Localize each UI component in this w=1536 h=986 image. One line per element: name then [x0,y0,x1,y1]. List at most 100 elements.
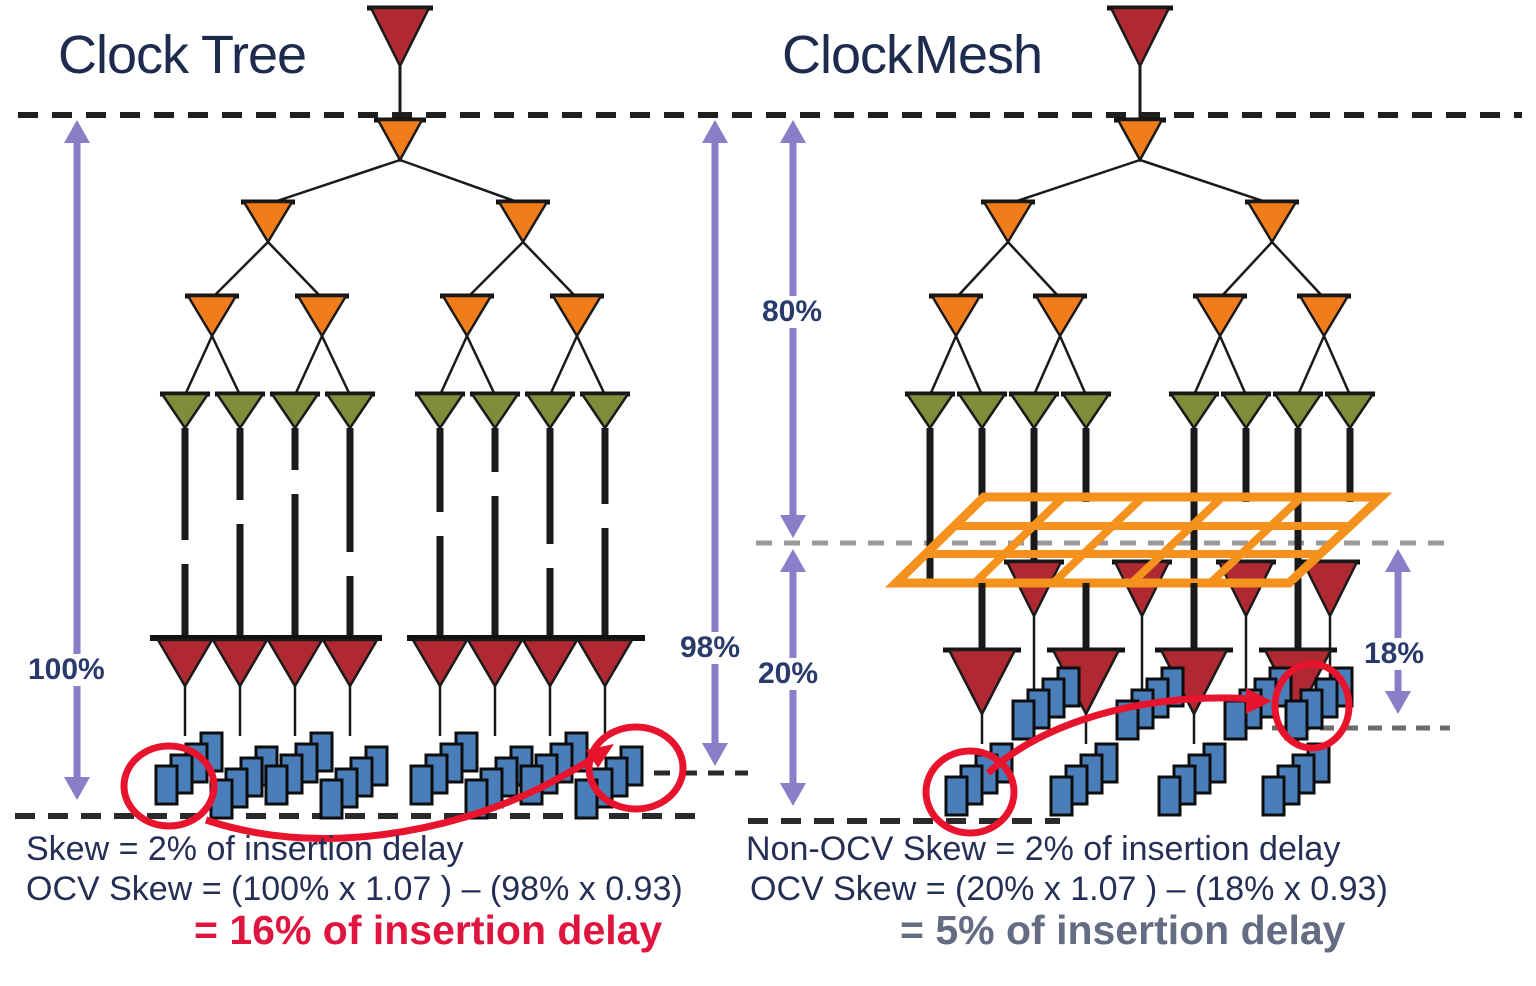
tree-l2-buffer [241,200,295,245]
right-skew-formula-line2: OCV Skew = (20% x 1.07 ) – (18% x 0.93) [750,870,1388,908]
tree-sink-buffer [410,638,470,689]
mesh-driver-buffer [1004,560,1064,619]
mesh-leaf-buffers [943,583,1337,744]
mesh-tree-edge-l2-l3 [1007,241,1061,299]
flip-flop-clusters [154,666,1354,820]
flip-flop [264,764,289,806]
tree-leaf-buffer [214,392,266,431]
label-20-percent: 20% [756,657,821,690]
arrow-18-percent-down-arrowhead [1385,691,1411,714]
tree-edge-l3-leaf [438,335,469,396]
tree-leaf-buffer [324,392,376,431]
tree-edge-l2-l3 [267,241,323,299]
mesh-tree-root-buffer [1108,6,1172,69]
tree-ff-cluster [264,731,334,806]
clock-tree-structure [150,5,645,736]
tree-sink-buffer [520,638,580,689]
left-skew-formula-line2: OCV Skew = (100% x 1.07 ) – (98% x 0.93) [26,870,683,908]
mesh-ff-cluster-upper [1284,666,1354,741]
mesh-tree-edge-l3-leaf [1032,335,1062,396]
trunk-gap [435,512,445,536]
mesh-tree-l3-buffer [1033,294,1087,339]
tree-ff-cluster [409,731,479,806]
flip-flop [1261,775,1286,817]
clock-mesh-tree-structure [904,5,1376,583]
flip-flop [409,764,434,806]
mesh-driver-buffer [1300,560,1360,619]
left-diagram-title: Clock Tree [58,25,307,85]
tree-ff-cluster [574,745,644,820]
mesh-tree-edge-l3-leaf [1192,335,1222,396]
tree-l1-buffer [375,118,425,163]
tree-ff-cluster [319,745,389,820]
tree-edge-l2-l3 [211,241,269,299]
tree-l2-buffer [496,200,550,245]
left-skew-arrowhead [586,744,614,768]
tree-sink-buffer [265,638,325,689]
arrow-100-percent-down-arrowhead [64,777,90,800]
tree-sink-buffer [210,638,270,689]
skew-annotations [120,660,1353,842]
trunk-gap [180,540,190,564]
tree-leaf-buffer [579,392,631,431]
tree-edge-l1-l2 [267,158,401,206]
tree-edge-l3-leaf [320,335,352,396]
right-skew-result: = 5% of insertion delay [900,907,1346,953]
tree-edge-l3-leaf [548,335,579,396]
right-diagram-title: Clock Mesh [782,25,1043,85]
tree-edge-l3-leaf [210,335,242,396]
clock-mesh-grid [884,492,1393,588]
mesh-tree-edge-l2-l3 [1271,241,1325,299]
arrow-80-percent-up-arrowhead [780,120,806,143]
mesh-ff-cluster-lower [1261,742,1331,817]
flip-flop [944,775,969,817]
mesh-tree-leaf-buffer [956,392,1008,431]
label-18-percent: 18% [1362,637,1427,670]
trunk-gap [490,472,500,496]
tree-edge-l3-leaf [293,335,324,396]
mesh-tree-edge-l2-l3 [955,241,1009,299]
mesh-tree-edge-l1-l2 [1007,158,1141,206]
trunk-gap [235,500,245,524]
mesh-vertical-line [971,494,1067,586]
tree-l3-buffer [440,294,494,339]
arrow-20-percent-up-arrowhead [780,549,806,572]
tree-l3-buffer [295,294,349,339]
left-skew-arrow-curve [204,746,609,842]
left-earliest-ff-circle [120,742,218,830]
left-latest-ff-circle [585,723,687,813]
tree-edge-l3-leaf [465,335,497,396]
tree-l3-buffer [550,294,604,339]
tree-sink-buffer [465,638,525,689]
mesh-tree-l1-buffer [1115,118,1165,163]
mesh-tree-l3-buffer [1193,294,1247,339]
mesh-outline [884,492,1393,588]
mesh-tree-l2-buffer [1245,200,1299,245]
mesh-ff-cluster-lower [1157,742,1227,817]
label-80-percent: 80% [760,295,825,328]
flip-flop [154,764,179,806]
mesh-vertical-line [1207,494,1305,586]
tree-leaf-buffer [524,392,576,431]
right-earliest-ff-circle [922,747,1018,837]
trunk-gap [600,504,610,528]
mesh-vertical-line [1129,494,1225,586]
tree-edge-l3-leaf [183,335,214,396]
mesh-tree-leaf-buffer [1220,392,1272,431]
tree-edge-l2-l3 [522,241,578,299]
mesh-tree-leaf-buffer [1060,392,1112,431]
flip-flop [1157,775,1182,817]
flip-flop [1011,699,1036,741]
mesh-driver-buffer [1216,560,1276,619]
mesh-tree-l2-buffer [981,200,1035,245]
right-skew-arrowhead [1246,688,1272,714]
mesh-driver-buffer [1112,560,1172,619]
mesh-vertical-line [1050,494,1146,586]
mesh-tree-l3-buffer [929,294,983,339]
tree-edge-l1-l2 [399,158,524,206]
arrow-20-percent-down-arrowhead [780,783,806,806]
left-skew-formula-line1: Skew = 2% of insertion delay [26,830,464,868]
tree-leaf-buffer [414,392,466,431]
